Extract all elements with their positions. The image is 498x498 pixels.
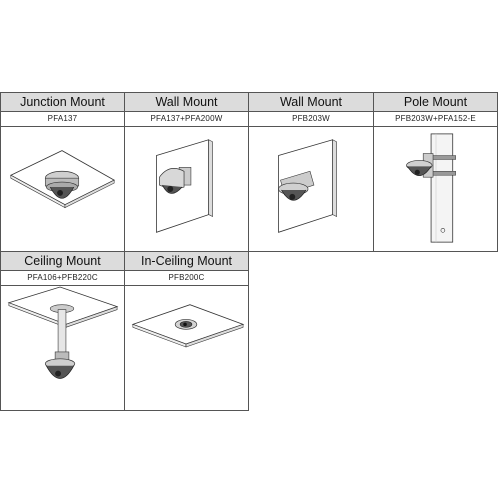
- mount-model: PFB200C: [125, 270, 248, 286]
- mount-title: Junction Mount: [1, 93, 124, 112]
- mount-title: In-Ceiling Mount: [125, 252, 248, 271]
- mount-model: PFA137: [1, 111, 124, 127]
- mount-title: Wall Mount: [125, 93, 248, 112]
- mount-model: PFB203W+PFA152-E: [374, 111, 497, 127]
- mount-cell-wall-1: Wall Mount PFA137+PFA200W: [124, 92, 249, 252]
- mount-cell-junction: Junction Mount PFA137: [0, 92, 125, 252]
- mount-model: PFA137+PFA200W: [125, 111, 248, 127]
- mount-title: Wall Mount: [249, 93, 373, 112]
- junction-mount-illustration: [1, 126, 124, 251]
- mount-title: Ceiling Mount: [1, 252, 124, 271]
- ceiling-mount-illustration: [1, 285, 124, 410]
- wall-mount-illustration: [249, 126, 373, 251]
- mount-cell-pole: Pole Mount PFB203W+PFA152-E: [373, 92, 498, 252]
- in-ceiling-mount-illustration: [125, 285, 248, 410]
- mount-title: Pole Mount: [374, 93, 497, 112]
- pole-mount-illustration: [374, 126, 497, 251]
- mount-cell-ceiling: Ceiling Mount PFA106+PFB220C: [0, 251, 125, 411]
- mount-model: PFB203W: [249, 111, 373, 127]
- wall-mount-illustration: [125, 126, 248, 251]
- mount-model: PFA106+PFB220C: [1, 270, 124, 286]
- mount-cell-wall-2: Wall Mount PFB203W: [248, 92, 374, 252]
- mount-cell-in-ceiling: In-Ceiling Mount PFB200C: [124, 251, 249, 411]
